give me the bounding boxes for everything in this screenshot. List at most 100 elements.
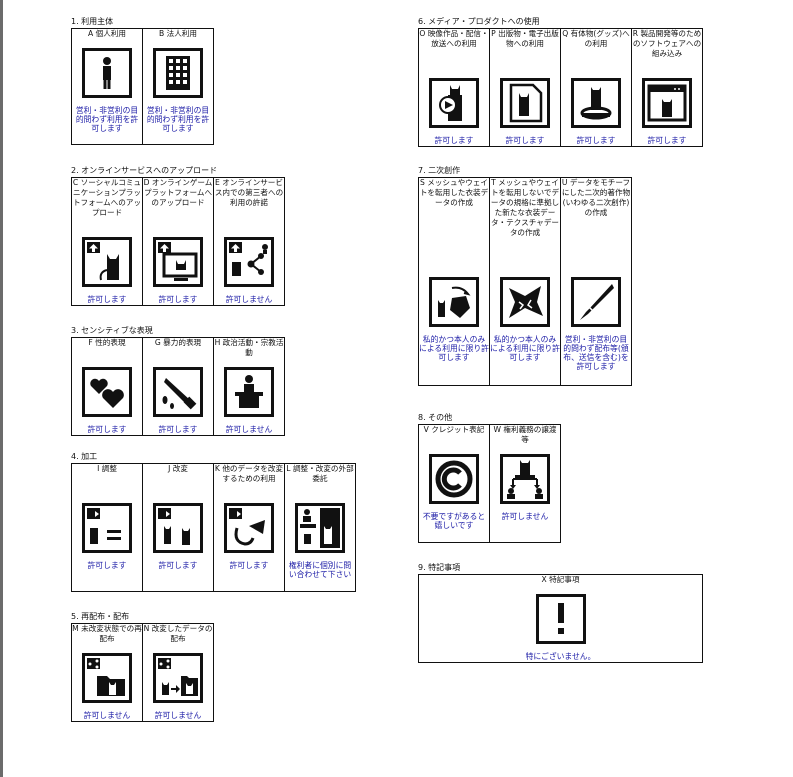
modify-characters-icon xyxy=(153,502,203,553)
outsourcing-icon xyxy=(295,502,345,553)
cell-status: 許可しません xyxy=(83,711,131,720)
cell-status: 特にございません。 xyxy=(525,652,596,661)
cell-picture xyxy=(143,644,213,711)
section-title: 6. メディア・プロダクトへの使用 xyxy=(418,17,540,26)
cell-header: P 出版物・電子出版物への利用 xyxy=(491,29,559,48)
cell-header: K 他のデータを改変するための利用 xyxy=(214,464,284,483)
license-table: A 個人利用営利・非営利の目的問わず利用を許可します B 法人利用営利・非営利の… xyxy=(71,28,214,145)
section-redistribution: 5. 再配布・配布 M 未改変状態での再配布許可しません N 改変したデータの配… xyxy=(71,612,214,722)
license-table: X 特記事項特にございません。 xyxy=(418,574,703,663)
software-window-icon xyxy=(642,77,692,128)
figure-goods-icon xyxy=(571,77,621,128)
cell-status: 許可します xyxy=(505,136,545,145)
section-title: 8. その他 xyxy=(418,413,453,422)
cell-status: 私的かつ本人のみによる利用に限り許可します xyxy=(419,335,489,362)
knife-blood-icon xyxy=(153,366,203,417)
license-table: M 未改変状態での再配布許可しません N 改変したデータの配布許可しません xyxy=(71,623,214,722)
cell-header: O 映像作品・配信・放送への利用 xyxy=(419,29,489,48)
cell-picture xyxy=(561,69,631,136)
section-usage-subject: 1. 利用主体 A 個人利用営利・非営利の目的問わず利用を許可します B 法人利… xyxy=(71,17,214,145)
cell-status: 営利・非営利の目的問わず利用を許可します xyxy=(75,106,139,133)
cell-picture xyxy=(419,585,702,652)
section-title: 3. センシティブな表現 xyxy=(71,326,153,335)
cell-header: Q 有体物(グッズ)への利用 xyxy=(562,29,630,48)
cell-picture xyxy=(143,39,213,106)
costume-original-icon xyxy=(500,276,550,327)
license-table: S メッシュやウェイトを転用した衣装データの作成私的かつ本人のみによる利用に限り… xyxy=(418,177,632,386)
cell-header: W 権利義務の譲渡等 xyxy=(493,425,557,444)
cell-status: 許可します xyxy=(87,561,127,570)
single-person-icon xyxy=(82,47,132,98)
cell-status: 許可しません xyxy=(154,711,202,720)
cell-header: R 製品開発等のためのソフトウェアへの組み込み xyxy=(632,29,702,58)
section-special-notes: 9. 特記事項 X 特記事項特にございません。 xyxy=(418,563,703,663)
pen-nib-icon xyxy=(571,276,621,327)
cell-header: I 調整 xyxy=(97,464,117,473)
section-title: 4. 加工 xyxy=(71,452,98,461)
cell-header: F 性的表現 xyxy=(88,338,126,347)
cell-status: 営利・非営利の目的問わず利用を許可します xyxy=(146,106,210,133)
cell-status: 許可しません xyxy=(225,295,273,304)
license-table: F 性的表現許可します G 暴力的表現許可します H 政治活動・宗教活動許可しま… xyxy=(71,337,285,436)
hearts-icon xyxy=(82,366,132,417)
cell-status: 不要ですがあると嬉しいです xyxy=(422,512,486,530)
cell-picture xyxy=(632,69,702,136)
cell-status: 許可します xyxy=(158,295,198,304)
section-media-products: 6. メディア・プロダクトへの使用 O 映像作品・配信・放送への利用許可します … xyxy=(418,17,703,147)
podium-speaker-icon xyxy=(224,366,274,417)
cell-status: 許可します xyxy=(647,136,687,145)
cell-picture xyxy=(72,39,142,106)
cell-picture xyxy=(72,494,142,561)
cell-header: A 個人利用 xyxy=(88,29,126,38)
cell-status: 私的かつ本人のみによる利用に限り許可します xyxy=(490,335,560,362)
license-table: I 調整許可します J 改変許可します K 他のデータを改変するための利用許可し… xyxy=(71,463,356,592)
cell-picture xyxy=(490,445,560,512)
video-media-icon xyxy=(429,77,479,128)
cell-status: 許可します xyxy=(434,136,474,145)
cell-status: 許可します xyxy=(576,136,616,145)
cell-header: B 法人利用 xyxy=(159,29,197,38)
publication-icon xyxy=(500,77,550,128)
cell-status: 許可しません xyxy=(501,512,549,521)
cell-picture xyxy=(72,228,142,295)
cell-header: H 政治活動・宗教活動 xyxy=(214,338,284,357)
cell-status: 許可します xyxy=(158,425,198,434)
upload-game-platform-icon xyxy=(153,236,203,287)
license-table: O 映像作品・配信・放送への利用許可します P 出版物・電子出版物への利用許可し… xyxy=(418,28,703,147)
copyright-icon xyxy=(429,453,479,504)
exclamation-icon xyxy=(535,593,586,644)
cell-header: V クレジット表記 xyxy=(423,425,485,434)
cell-status: 権利者に個別に問い合わせて下さい xyxy=(288,561,352,579)
modify-other-data-icon xyxy=(224,502,274,553)
costume-transfer-icon xyxy=(429,276,479,327)
cell-header: G 暴力的表現 xyxy=(154,338,202,347)
left-window-edge xyxy=(0,0,3,777)
office-building-icon xyxy=(153,47,203,98)
cell-header: S メッシュやウェイトを転用した衣装データの作成 xyxy=(419,178,489,207)
cell-header: L 調整・改変の外部委託 xyxy=(286,464,354,483)
cell-picture xyxy=(419,69,489,136)
upload-social-platform-icon xyxy=(82,236,132,287)
section-title: 1. 利用主体 xyxy=(71,17,114,26)
cell-picture xyxy=(561,268,631,335)
adjust-equals-icon xyxy=(82,502,132,553)
redistribute-unmodified-icon xyxy=(82,652,132,703)
cell-picture xyxy=(214,228,284,295)
section-other: 8. その他 V クレジット表記不要ですがあると嬉しいです W 権利義務の譲渡等… xyxy=(418,413,561,543)
section-title: 2. オンラインサービスへのアップロード xyxy=(71,166,218,175)
cell-status: 許可します xyxy=(87,295,127,304)
cell-header: U データをモチーフにした二次的著作物(いわゆる二次創作)の作成 xyxy=(561,178,631,217)
cell-picture xyxy=(419,268,489,335)
cell-header: D オンラインゲームプラットフォームへのアップロード xyxy=(143,178,213,207)
cell-header: J 改変 xyxy=(168,464,188,473)
section-title: 9. 特記事項 xyxy=(418,563,461,572)
redistribute-modified-icon xyxy=(153,652,203,703)
license-table: V クレジット表記不要ですがあると嬉しいです W 権利義務の譲渡等許可しません xyxy=(418,424,561,543)
cell-picture xyxy=(143,494,213,561)
cell-status: 営利・非営利の目的問わず配布等(頒布、送信を含む)を許可します xyxy=(563,335,629,371)
cell-picture xyxy=(143,228,213,295)
cell-header: T メッシュやウェイトを転用しないでデータの規格に準拠した新たな衣装データ・テク… xyxy=(490,178,560,237)
cell-header: M 未改変状態での再配布 xyxy=(72,624,142,643)
cell-picture xyxy=(419,445,489,512)
section-title: 7. 二次創作 xyxy=(418,166,461,175)
